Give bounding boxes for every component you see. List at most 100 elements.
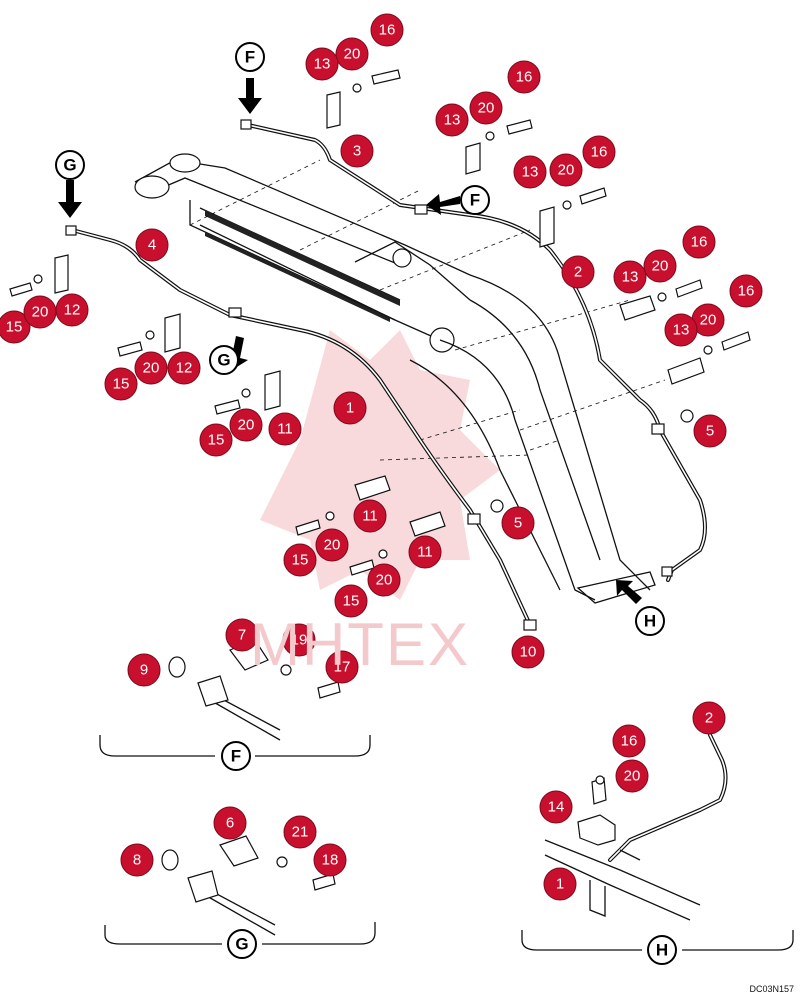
callout-8: 8 bbox=[120, 843, 154, 877]
watermark-gear bbox=[260, 330, 500, 600]
view-h-label: H bbox=[656, 941, 668, 960]
callout-bubble bbox=[340, 134, 374, 168]
callout-bubble bbox=[513, 155, 547, 189]
callout-number: 5 bbox=[706, 423, 714, 440]
callout-number: 6 bbox=[226, 815, 234, 832]
callout-bubble bbox=[692, 701, 726, 735]
callout-number: 9 bbox=[140, 662, 148, 679]
callout-bubble bbox=[615, 759, 649, 793]
bolts-and-washers bbox=[9, 69, 751, 576]
callout-number: 13 bbox=[444, 112, 461, 129]
pipe-3 bbox=[246, 123, 707, 582]
callout-bubble bbox=[213, 806, 247, 840]
callout-number: 4 bbox=[148, 237, 156, 254]
callout-16: 16 bbox=[682, 225, 716, 259]
callout-bubble bbox=[0, 310, 31, 344]
view-h-label: H bbox=[644, 612, 656, 631]
callout-bubble bbox=[325, 650, 359, 684]
callout-11: 11 bbox=[353, 499, 387, 533]
callout-bubble bbox=[370, 13, 404, 47]
callout-20: 20 bbox=[367, 563, 401, 597]
callout-number: 8 bbox=[133, 852, 141, 869]
callout-bubble bbox=[333, 391, 367, 425]
callout-bubble bbox=[120, 843, 154, 877]
callout-16: 16 bbox=[370, 13, 404, 47]
view-g-label: G bbox=[217, 351, 230, 370]
callout-number: 20 bbox=[32, 304, 49, 321]
drawing-code: DC03N157 bbox=[749, 984, 794, 994]
view-marker-h-main: H bbox=[635, 606, 665, 636]
callout-bubble bbox=[167, 351, 201, 385]
callout-bubble bbox=[539, 790, 573, 824]
callout-20: 20 bbox=[691, 303, 725, 337]
callout-20: 20 bbox=[549, 153, 583, 187]
detail-g-title: G bbox=[227, 929, 257, 959]
callout-11: 11 bbox=[268, 412, 302, 446]
callout-bubble bbox=[353, 499, 387, 533]
callout-number: 20 bbox=[700, 312, 717, 329]
callout-number: 12 bbox=[176, 360, 193, 377]
view-marker-f-mid: F bbox=[460, 185, 490, 215]
callout-number: 19 bbox=[291, 632, 308, 649]
callout-bubble bbox=[511, 635, 545, 669]
callout-15: 15 bbox=[0, 310, 31, 344]
callout-4: 4 bbox=[135, 228, 169, 262]
callout-17: 17 bbox=[325, 650, 359, 684]
callout-10: 10 bbox=[511, 635, 545, 669]
callout-16: 16 bbox=[582, 135, 616, 169]
callout-13: 13 bbox=[613, 260, 647, 294]
callout-number: 7 bbox=[238, 627, 246, 644]
callout-bubble bbox=[315, 528, 349, 562]
view-marker-g-left: G bbox=[55, 150, 85, 180]
callout-bubble bbox=[127, 653, 161, 687]
callout-18: 18 bbox=[313, 843, 347, 877]
callout-number: 10 bbox=[520, 644, 537, 661]
callout-9: 9 bbox=[127, 653, 161, 687]
callout-bubble bbox=[612, 724, 646, 758]
callout-bubble bbox=[55, 293, 89, 327]
callout-13: 13 bbox=[305, 47, 339, 81]
callout-number: 16 bbox=[691, 234, 708, 251]
callout-16: 16 bbox=[729, 274, 763, 308]
callout-number: 15 bbox=[292, 552, 309, 569]
callout-5: 5 bbox=[693, 414, 727, 448]
callout-20: 20 bbox=[23, 295, 57, 329]
callout-bubble bbox=[664, 313, 698, 347]
callout-20: 20 bbox=[315, 528, 349, 562]
callout-number: 16 bbox=[738, 283, 755, 300]
callout-1: 1 bbox=[333, 391, 367, 425]
callout-13: 13 bbox=[513, 155, 547, 189]
callout-bubble bbox=[305, 47, 339, 81]
callout-bubble bbox=[613, 260, 647, 294]
callout-number: 11 bbox=[417, 544, 433, 561]
callout-number: 18 bbox=[322, 852, 339, 869]
callout-number: 17 bbox=[334, 659, 351, 676]
callout-20: 20 bbox=[643, 249, 677, 283]
callout-bubble bbox=[408, 535, 442, 569]
callout-12: 12 bbox=[167, 351, 201, 385]
callout-6: 6 bbox=[213, 806, 247, 840]
detail-h-title: H bbox=[647, 935, 677, 965]
callout-number: 1 bbox=[346, 400, 354, 417]
view-marker-g-mid: G bbox=[209, 345, 239, 375]
callout-13: 13 bbox=[435, 103, 469, 137]
view-g-label: G bbox=[63, 156, 76, 175]
callout-number: 13 bbox=[314, 56, 331, 73]
callout-number: 20 bbox=[652, 258, 669, 275]
callout-bubble bbox=[199, 423, 233, 457]
callout-number: 15 bbox=[6, 319, 23, 336]
view-f-label: F bbox=[231, 747, 241, 766]
callout-16: 16 bbox=[507, 60, 541, 94]
callout-number: 20 bbox=[558, 162, 575, 179]
callout-20: 20 bbox=[469, 91, 503, 125]
callout-number: 15 bbox=[208, 432, 225, 449]
callout-15: 15 bbox=[334, 584, 368, 618]
callout-bubble bbox=[313, 843, 347, 877]
callout-2: 2 bbox=[561, 255, 595, 289]
callout-bubble bbox=[549, 153, 583, 187]
detail-f-title: F bbox=[221, 741, 251, 771]
clamp-parts bbox=[54, 91, 705, 537]
callout-number: 13 bbox=[673, 322, 690, 339]
callout-bubble bbox=[582, 135, 616, 169]
